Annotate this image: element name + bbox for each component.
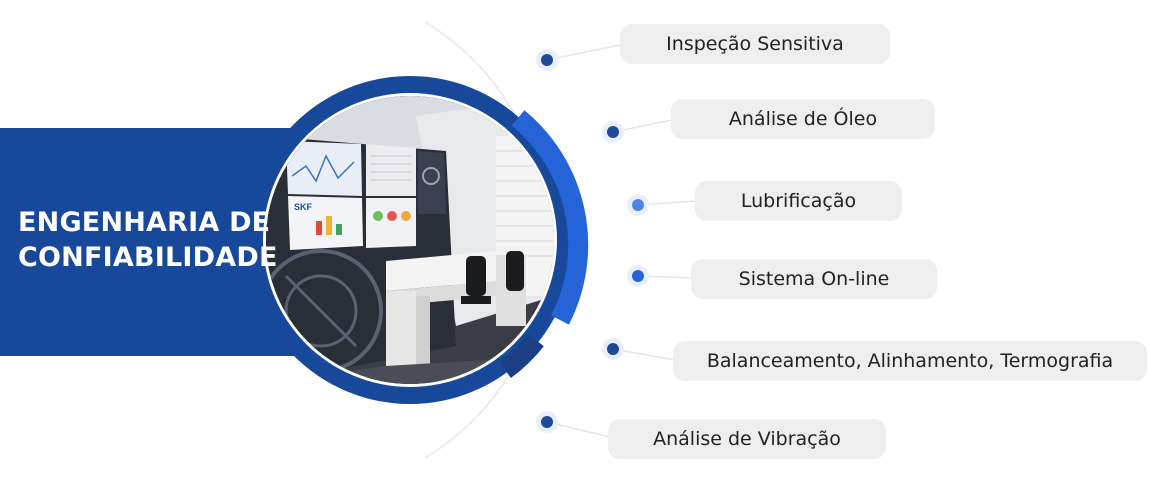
dot-oleo-icon <box>602 121 624 143</box>
dot-vibracao-icon <box>536 411 558 433</box>
dot-balanceamento-icon <box>602 338 624 360</box>
photo-screen-brand: SKF <box>294 202 313 212</box>
title-line-1: ENGENHARIA DE <box>18 207 271 238</box>
dot-sistema-icon <box>627 265 649 287</box>
service-lubrificacao[interactable]: Lubrificação <box>695 181 902 221</box>
service-analise-de-oleo[interactable]: Análise de Óleo <box>671 99 935 139</box>
page-title: ENGENHARIA DE CONFIABILIDADE <box>18 205 278 275</box>
control-room-photo: SKF <box>266 96 554 384</box>
dot-lubrificacao-icon <box>627 194 649 216</box>
title-line-2: CONFIABILIDADE <box>18 242 278 273</box>
dot-inspecao-icon <box>536 49 558 71</box>
ring-highlight-top <box>511 110 589 325</box>
service-analise-de-vibracao[interactable]: Análise de Vibração <box>608 419 886 459</box>
service-inspecao-sensitiva[interactable]: Inspeção Sensitiva <box>620 24 890 64</box>
ring-highlight-bottom <box>498 333 544 379</box>
service-balanceamento-alinhamento-termografia[interactable]: Balanceamento, Alinhamento, Termografia <box>673 341 1147 381</box>
service-sistema-on-line[interactable]: Sistema On-line <box>691 259 937 299</box>
